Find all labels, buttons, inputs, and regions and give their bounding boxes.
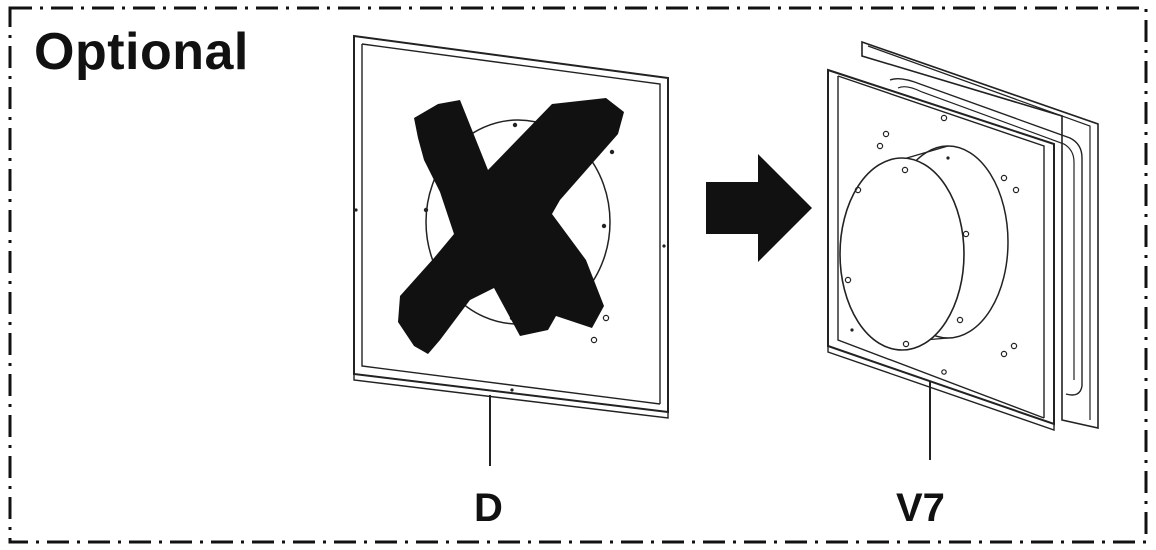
label-d: D — [474, 486, 503, 530]
diagram-title: Optional — [34, 23, 249, 81]
dashed-border — [8, 6, 1148, 544]
right-arrow — [706, 154, 812, 262]
panel-v7 — [827, 40, 1099, 460]
cross-out-mark — [398, 98, 624, 354]
label-v7: V7 — [896, 486, 945, 530]
